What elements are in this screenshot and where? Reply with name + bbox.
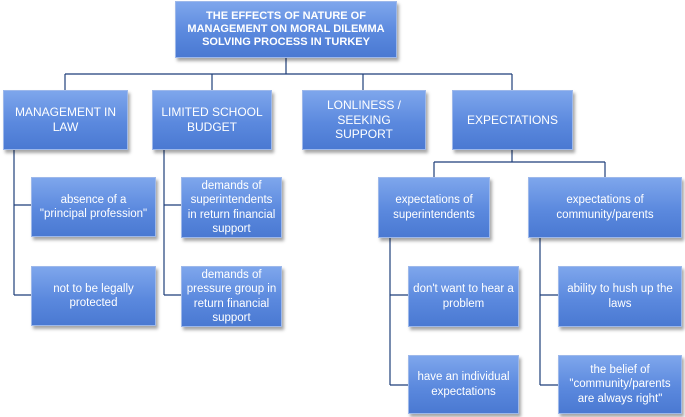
category-management-in-law: MANAGEMENT IN LAW — [3, 90, 128, 150]
item-text: demands of superintendents in return fin… — [187, 180, 276, 235]
item-text: don't want to hear a problem — [413, 283, 514, 310]
category-expectations: EXPECTATIONS — [452, 90, 573, 150]
item-text: ability to hush up the laws — [567, 283, 673, 310]
root-title-text: THE EFFECTS OF NATURE OF MANAGEMENT ON M… — [187, 10, 385, 48]
category-label: LONLINESS / SEEKING SUPPORT — [326, 98, 402, 142]
item-community-always-right: the belief of "community/parents are alw… — [558, 355, 682, 414]
category-limited-school-budget: LIMITED SCHOOL BUDGET — [152, 90, 272, 150]
item-text: have an individual expectations — [417, 371, 510, 398]
item-not-legally-protected: not to be legally protected — [31, 266, 156, 326]
category-lonliness-seeking-support: LONLINESS / SEEKING SUPPORT — [302, 90, 426, 150]
item-demands-pressure-group: demands of pressure group in return fina… — [181, 266, 282, 327]
item-absence-principal-profession: absence of a "principal profession" — [31, 177, 156, 237]
root-title-box: THE EFFECTS OF NATURE OF MANAGEMENT ON M… — [175, 1, 397, 58]
category-label: MANAGEMENT IN LAW — [14, 105, 117, 134]
item-text: demands of pressure group in return fina… — [186, 269, 277, 324]
category-label: LIMITED SCHOOL BUDGET — [161, 105, 263, 134]
item-individual-expectations: have an individual expectations — [408, 355, 519, 414]
group-expectations-community-parents: expectations of community/parents — [528, 177, 682, 238]
item-text: the belief of "community/parents are alw… — [569, 364, 671, 405]
item-dont-want-hear-problem: don't want to hear a problem — [408, 266, 519, 327]
group-label: expectations of superintendents — [393, 194, 475, 221]
item-text: absence of a "principal profession" — [39, 193, 148, 220]
item-text: not to be legally protected — [53, 282, 134, 309]
group-label: expectations of community/parents — [556, 194, 654, 221]
category-label: EXPECTATIONS — [467, 112, 558, 127]
item-hush-up-laws: ability to hush up the laws — [558, 266, 682, 327]
item-demands-superintendents: demands of superintendents in return fin… — [181, 177, 282, 238]
group-expectations-superintendents: expectations of superintendents — [378, 177, 490, 238]
